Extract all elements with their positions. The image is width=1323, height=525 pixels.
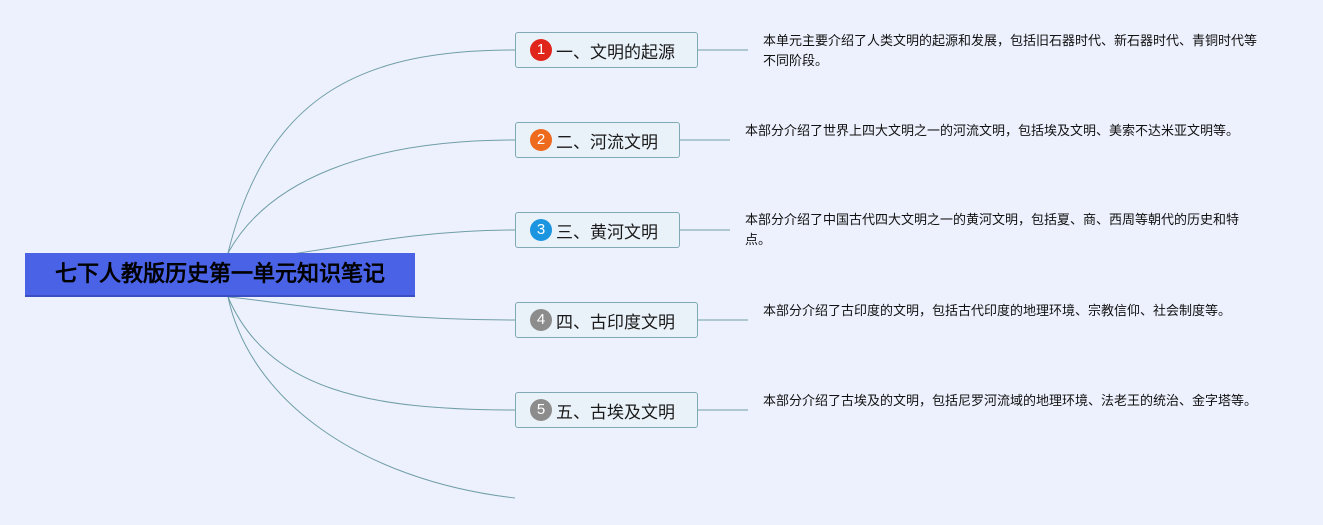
topic-label: 三、黄河文明 <box>556 222 658 243</box>
priority-5-icon: 5 <box>530 399 552 421</box>
priority-2-icon: 2 <box>530 129 552 151</box>
branch-line-5 <box>227 296 516 411</box>
root-topic[interactable]: 七下人教版历史第一单元知识笔记 <box>25 253 415 297</box>
branch-line-1 <box>227 49 516 254</box>
topic-3[interactable]: 3 三、黄河文明 <box>515 212 680 248</box>
branch-line-6 <box>227 296 516 499</box>
branch-line-4 <box>227 296 516 321</box>
topic-3-description: 本部分介绍了中国古代四大文明之一的黄河文明，包括夏、商、西周等朝代的历史和特点。 <box>745 213 1240 248</box>
topic-2[interactable]: 2 二、河流文明 <box>515 122 680 158</box>
topic-label: 二、河流文明 <box>556 132 658 153</box>
topic-5[interactable]: 5 五、古埃及文明 <box>515 392 698 428</box>
topic-4[interactable]: 4 四、古印度文明 <box>515 302 698 338</box>
branch-line-2 <box>227 139 516 254</box>
priority-1-icon: 1 <box>530 39 552 61</box>
topic-label: 一、文明的起源 <box>556 42 675 63</box>
priority-3-icon: 3 <box>530 219 552 241</box>
topic-label: 四、古印度文明 <box>556 312 675 333</box>
topic-1-description: 本单元主要介绍了人类文明的起源和发展，包括旧石器时代、新石器时代、青铜时代等不同… <box>763 34 1258 69</box>
topic-2-description: 本部分介绍了世界上四大文明之一的河流文明，包括埃及文明、美索不达米亚文明等。 <box>745 124 1240 139</box>
topic-5-description: 本部分介绍了古埃及的文明，包括尼罗河流域的地理环境、法老王的统治、金字塔等。 <box>763 394 1258 409</box>
priority-4-icon: 4 <box>530 309 552 331</box>
topic-4-description: 本部分介绍了古印度的文明，包括古代印度的地理环境、宗教信仰、社会制度等。 <box>763 304 1232 319</box>
topic-label: 五、古埃及文明 <box>556 402 675 423</box>
topic-1[interactable]: 1 一、文明的起源 <box>515 32 698 68</box>
